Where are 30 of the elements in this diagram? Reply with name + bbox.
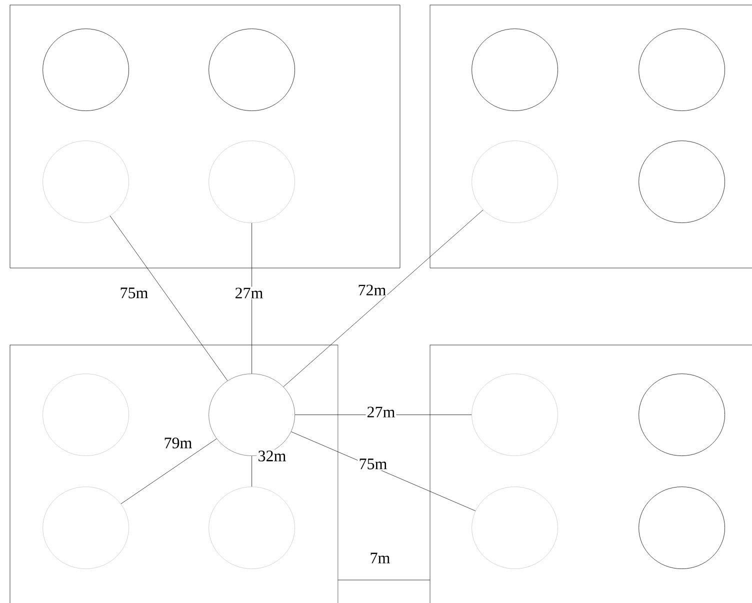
circle	[472, 140, 558, 223]
edge-label: 79m	[164, 438, 192, 448]
building-outline	[10, 4, 400, 268]
circle	[42, 486, 129, 569]
circle	[638, 140, 725, 223]
circle	[42, 374, 129, 456]
circle	[638, 486, 725, 569]
edge-label: 32m	[258, 450, 286, 462]
circle	[208, 28, 295, 111]
circle	[638, 374, 725, 456]
circle	[472, 28, 558, 111]
building-outline	[430, 344, 752, 603]
edge-label: 27m	[368, 406, 395, 418]
edge-label: 75m	[360, 458, 387, 470]
building-outline	[430, 4, 752, 268]
building-outline	[10, 344, 338, 603]
circle	[638, 28, 725, 111]
circle	[472, 486, 558, 569]
dimension-label: 7m	[370, 552, 390, 564]
circle	[472, 374, 558, 456]
edge-label: 27m	[235, 288, 263, 298]
edge-label: 75m	[120, 288, 148, 298]
circle	[42, 28, 129, 111]
circle	[208, 486, 295, 569]
circle	[42, 140, 129, 223]
line	[283, 210, 484, 387]
line	[110, 216, 228, 381]
edge-label: 72m	[358, 284, 386, 296]
circle	[208, 140, 295, 223]
line	[120, 438, 217, 504]
